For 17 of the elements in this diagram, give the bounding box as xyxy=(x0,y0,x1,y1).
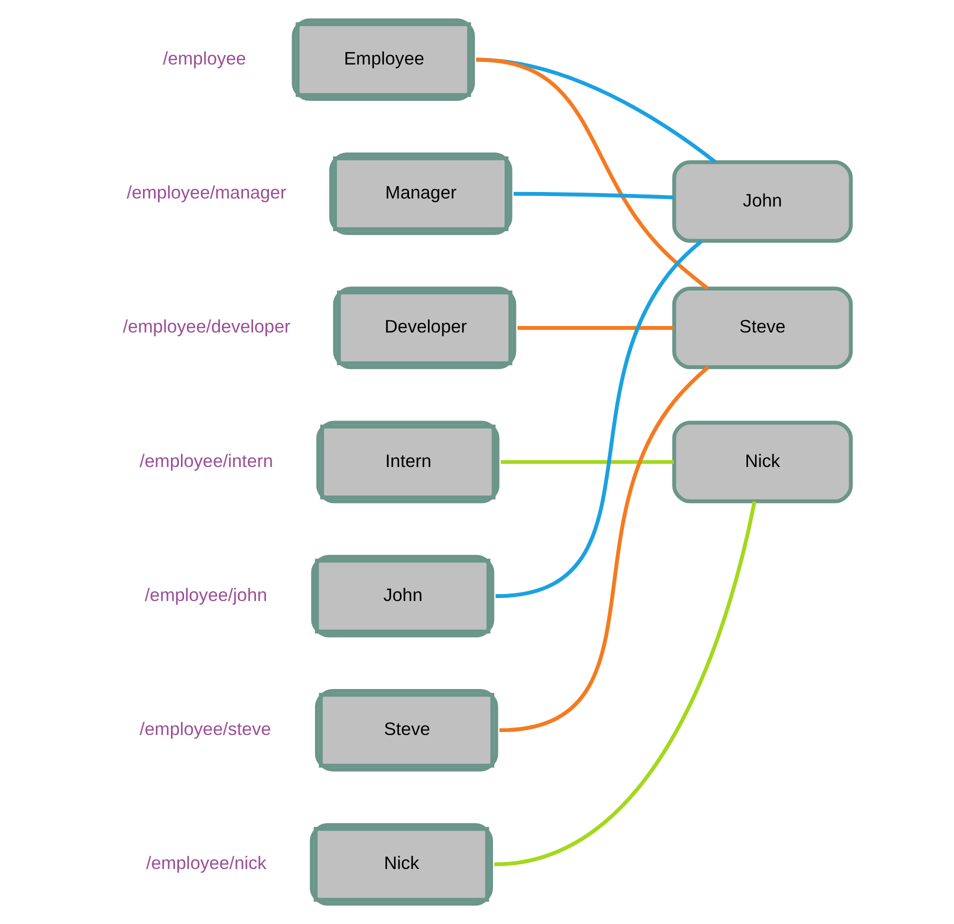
connector xyxy=(500,460,674,464)
node-label: /employee/john xyxy=(144,584,267,605)
node-box: Steve xyxy=(672,286,852,370)
connector xyxy=(498,366,709,732)
node-box: Nick xyxy=(672,420,852,504)
connector xyxy=(494,501,756,866)
connector xyxy=(494,240,702,598)
connector xyxy=(516,326,674,330)
node-label: /employee/developer xyxy=(122,316,290,337)
connector xyxy=(476,58,708,290)
node-label: /employee/steve xyxy=(139,719,271,740)
node-label: /employee xyxy=(162,48,246,68)
node-label: /employee/manager xyxy=(126,182,286,203)
node-label: /employee/intern xyxy=(139,450,273,471)
node-label: /employee/nick xyxy=(146,853,266,874)
node-box: John xyxy=(672,160,852,243)
connector xyxy=(513,192,674,200)
